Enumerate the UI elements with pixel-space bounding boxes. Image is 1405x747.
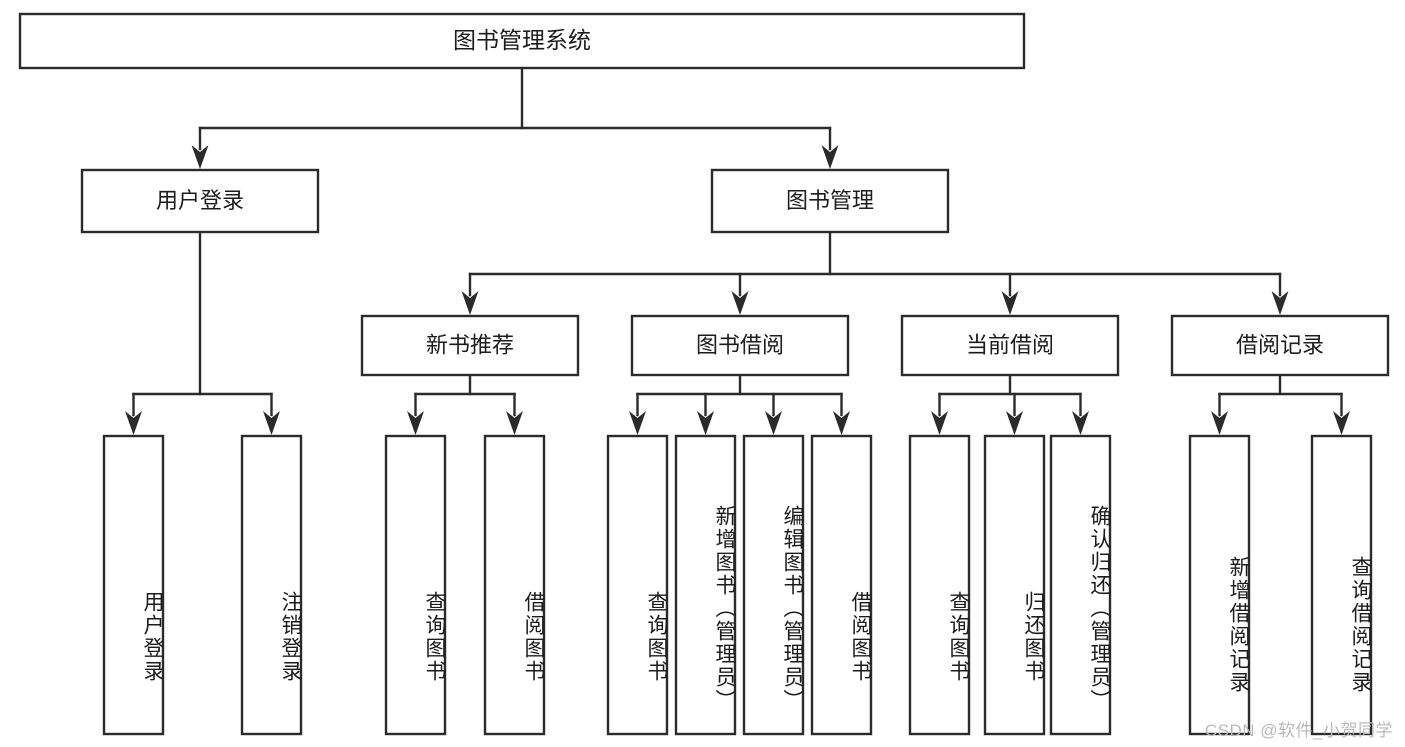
node-label: 当前借阅 (966, 332, 1054, 357)
arrow-head-icon (506, 411, 523, 435)
node-box (240, 434, 303, 736)
node-leaf-query-book-borrow[interactable] (606, 434, 669, 736)
node-leaf-add-book[interactable] (674, 434, 737, 736)
node-leaf-query-book-cur[interactable] (908, 434, 971, 736)
edges-layer (125, 66, 1350, 435)
node-current-borrow[interactable]: 当前借阅 (900, 314, 1120, 377)
arrow-head-icon (263, 411, 280, 435)
node-book-manage[interactable]: 图书管理 (710, 168, 950, 234)
node-leaf-add-record[interactable] (1188, 434, 1251, 736)
node-box (1049, 434, 1112, 736)
arrow-head-icon (765, 411, 782, 435)
node-label: 借阅记录 (1236, 332, 1324, 357)
arrow-head-icon (125, 411, 142, 435)
node-root[interactable]: 图书管理系统 (18, 12, 1026, 70)
arrow-head-icon (931, 411, 948, 435)
node-leaf-user-logout[interactable] (240, 434, 303, 736)
node-box (983, 434, 1046, 736)
node-label: 图书管理 (786, 188, 874, 213)
node-box (900, 314, 1120, 377)
arrow-head-icon (191, 145, 209, 169)
watermark-text: CSDN @软件_小贺同学 (1204, 721, 1393, 740)
node-label: 用户登录 (156, 188, 244, 213)
arrow-head-icon (461, 291, 479, 315)
arrow-head-icon (821, 145, 839, 169)
node-new-book-rec[interactable]: 新书推荐 (360, 314, 580, 377)
node-box (1170, 314, 1390, 377)
node-leaf-query-record[interactable] (1310, 434, 1373, 736)
node-leaf-edit-book[interactable] (742, 434, 805, 736)
arrow-head-icon (697, 411, 714, 435)
node-box (384, 434, 447, 736)
node-label: 图书管理系统 (453, 27, 591, 53)
arrow-head-icon (1001, 291, 1019, 315)
node-box (80, 168, 320, 234)
node-book-borrow[interactable]: 图书借阅 (630, 314, 850, 377)
node-box (606, 434, 669, 736)
node-box (18, 12, 1026, 70)
arrow-head-icon (731, 291, 749, 315)
node-borrow-record[interactable]: 借阅记录 (1170, 314, 1390, 377)
node-box (1310, 434, 1373, 736)
node-box (102, 434, 165, 736)
node-label: 图书借阅 (696, 332, 784, 357)
node-box (908, 434, 971, 736)
arrow-head-icon (1072, 411, 1089, 435)
node-box (630, 314, 850, 377)
arrow-head-icon (1006, 411, 1023, 435)
node-leaf-query-book-rec[interactable] (384, 434, 447, 736)
node-box (483, 434, 546, 736)
node-label: 新书推荐 (426, 332, 514, 357)
node-box (742, 434, 805, 736)
arrow-head-icon (1211, 411, 1228, 435)
node-leaf-return-book[interactable] (983, 434, 1046, 736)
node-box (360, 314, 580, 377)
node-leaf-user-login[interactable] (102, 434, 165, 736)
arrow-head-icon (1333, 411, 1350, 435)
arrow-head-icon (833, 411, 850, 435)
node-box (710, 168, 950, 234)
node-box (1188, 434, 1251, 736)
node-box (810, 434, 873, 736)
node-leaf-confirm-return[interactable] (1049, 434, 1112, 736)
node-box (674, 434, 737, 736)
arrow-head-icon (629, 411, 646, 435)
arrow-head-icon (407, 411, 424, 435)
node-leaf-borrow-book-rec[interactable] (483, 434, 546, 736)
node-leaf-borrow-book[interactable] (810, 434, 873, 736)
node-user-login[interactable]: 用户登录 (80, 168, 320, 234)
arrow-head-icon (1271, 291, 1289, 315)
